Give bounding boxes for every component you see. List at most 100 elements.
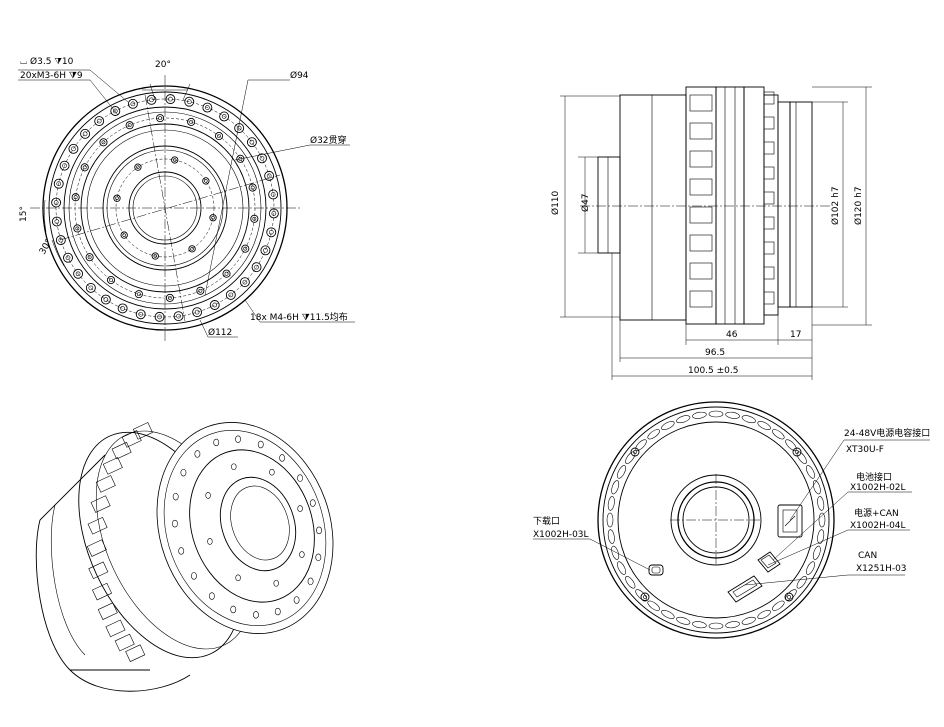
output-tooth — [763, 216, 775, 230]
iso-bolt-hole — [309, 499, 316, 507]
outer-bolt-hole — [127, 98, 138, 109]
edge-scallop — [725, 411, 740, 419]
iso-fin — [114, 633, 135, 652]
outer-bolt-hole — [146, 94, 157, 105]
label-download: 下载口 — [533, 515, 560, 527]
fin-slot — [689, 290, 713, 308]
side-fin-section — [685, 86, 717, 325]
iso-flange-face — [156, 422, 334, 634]
part-can: X1251H-03 — [856, 564, 907, 574]
mid-bolt-hole — [73, 224, 82, 233]
iso-inner-hole — [297, 505, 303, 512]
iso-fin — [132, 422, 153, 440]
edge-scallop — [617, 465, 627, 479]
mid-bolt-hole — [214, 131, 224, 141]
mid-bolt-hole — [196, 286, 205, 295]
mid-bolt-hole — [165, 293, 174, 302]
edge-scallop — [818, 512, 826, 528]
outer-bolt-hole — [251, 262, 262, 273]
outer-bolt-hole — [94, 116, 105, 127]
iso-fin — [121, 430, 142, 448]
outer-bolt-hole — [85, 282, 96, 293]
side-fins — [689, 94, 713, 308]
edge-scallop — [611, 480, 620, 495]
edge-scallop — [692, 411, 707, 419]
iso-inner-hole — [269, 468, 275, 476]
iso-fin — [102, 457, 123, 475]
fin-slot — [689, 262, 713, 280]
edge-scallop — [635, 439, 647, 451]
iso-fin — [92, 582, 112, 601]
outer-bolt-hole — [239, 277, 250, 288]
edge-scallop — [805, 561, 815, 575]
inner-bolt-hole — [134, 163, 142, 171]
mid-bolt-hole — [236, 154, 245, 163]
connector-can — [727, 575, 763, 603]
edge-scallop — [772, 429, 785, 440]
iso-bolt-hole — [172, 519, 178, 528]
iso-fin — [88, 561, 109, 580]
callout-hole-spec: ⌴ Ø3.5 ⧩10 — [20, 56, 74, 67]
iso-bolt-hole — [257, 440, 264, 449]
dia-47-label: Ø47 — [580, 193, 591, 212]
edge-scallop — [772, 600, 785, 611]
edge-scallop — [812, 480, 821, 495]
iso-bolt-hole — [235, 435, 241, 443]
iso-bolt-hole — [208, 592, 215, 600]
inner-bolt-hole — [120, 231, 128, 239]
iso-bolt-hole — [279, 454, 286, 462]
side-output-teeth — [763, 91, 775, 305]
iso-bolt-hole — [191, 572, 197, 580]
iso-fins — [86, 422, 153, 662]
outer-bolt-hole — [225, 289, 236, 300]
iso-bolt-hole — [297, 474, 303, 482]
inner-bolt-hole — [171, 156, 179, 164]
output-tooth — [763, 191, 775, 205]
iso-bolt-hole — [178, 547, 185, 555]
inner-bolt-hole — [113, 194, 121, 202]
mid-bolt-hole — [106, 275, 116, 285]
iso-inner-hole — [205, 492, 211, 499]
edge-scallop — [812, 545, 821, 560]
callout-m4-spec: 18x M4-6H ⧩11.5均布 — [250, 311, 348, 323]
iso-fin — [105, 619, 126, 638]
edge-scallop — [676, 415, 691, 424]
label-can: CAN — [858, 551, 877, 561]
iso-bolt-hole — [315, 553, 322, 562]
part-power-can: X1002H-04L — [850, 521, 906, 531]
mid-bolt-hole — [85, 253, 94, 262]
outer-bolt-hole — [264, 170, 275, 181]
rear-outer-ring — [597, 401, 835, 639]
inner-bolt-hole — [209, 214, 217, 222]
iso-fin — [95, 475, 116, 493]
outer-bolt-hole — [260, 245, 271, 256]
iso-bolt-hole — [274, 607, 281, 616]
outer-bolt-hole — [110, 106, 121, 116]
front-mid-bolt-holes — [71, 114, 259, 302]
len-17-label: 17 — [790, 330, 801, 340]
mid-bolt-hole — [222, 269, 231, 278]
edge-scallop — [741, 415, 756, 424]
edge-scallop — [741, 616, 756, 625]
outer-bolt-hole — [268, 208, 279, 219]
edge-scallop — [647, 429, 660, 440]
outer-bolt-hole — [246, 137, 257, 148]
outer-bolt-hole — [202, 102, 213, 113]
fin-slot — [689, 94, 713, 112]
iso-fin — [86, 539, 107, 557]
callout-thread-spec: 20xM3-6H ⧩9 — [20, 71, 83, 81]
outer-bolt-hole — [51, 197, 62, 208]
outer-bolt-hole — [117, 303, 128, 314]
mid-bolt-hole — [125, 121, 134, 130]
iso-bolt-hole — [293, 596, 300, 604]
outer-bolt-hole — [53, 178, 64, 189]
iso-bolt-hole — [316, 526, 322, 535]
edge-scallop — [625, 451, 636, 464]
inner-bolt-hole — [151, 252, 159, 260]
isometric-view — [35, 422, 334, 692]
dia-32-label: Ø32贯穿 — [310, 134, 347, 146]
side-view: Ø110 Ø47 Ø102 h7 Ø120 h7 46 17 96.5 100.… — [550, 86, 872, 380]
rear-edge-ripple — [606, 410, 826, 630]
fin-slot — [689, 178, 713, 196]
